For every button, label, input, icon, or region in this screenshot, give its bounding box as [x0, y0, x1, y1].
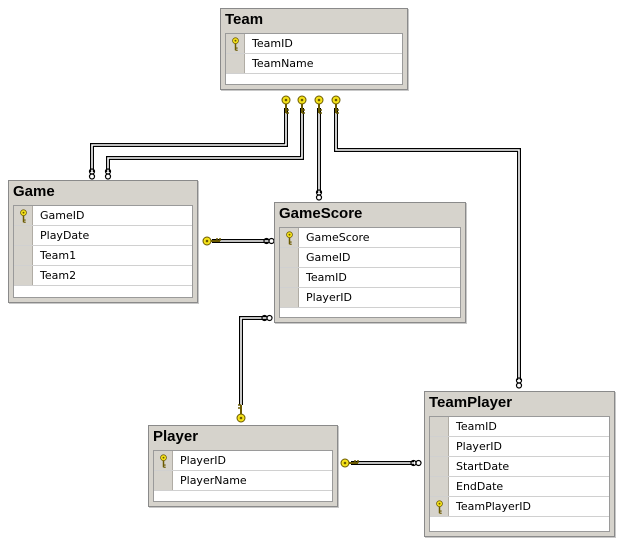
column-row[interactable]: TeamID	[430, 417, 609, 437]
table-columns: GameID PlayDate Team1 Team2	[13, 205, 193, 298]
table-gamescore[interactable]: GameScore GameScore GameID TeamID Player…	[274, 202, 466, 323]
column-row[interactable]: TeamID	[226, 34, 402, 54]
row-selector	[280, 248, 299, 267]
relationship-player-gamescore	[236, 314, 273, 423]
key-icon	[340, 458, 359, 468]
key-icon	[202, 236, 221, 246]
row-selector	[430, 477, 449, 496]
row-selector	[14, 266, 33, 285]
relationship-player-teamplayer	[340, 458, 422, 468]
column-name: TeamID	[252, 37, 293, 50]
column-row[interactable]: PlayerID	[154, 451, 332, 471]
column-row[interactable]: GameID	[280, 248, 460, 268]
row-selector	[154, 471, 173, 490]
key-icon	[280, 228, 299, 247]
column-row[interactable]: TeamPlayerID	[430, 497, 609, 517]
row-selector	[430, 417, 449, 436]
column-name: PlayerName	[180, 474, 247, 487]
key-icon	[281, 95, 291, 114]
column-row[interactable]: PlayerName	[154, 471, 332, 491]
column-name: Team1	[40, 249, 77, 262]
column-name: EndDate	[456, 480, 504, 493]
key-icon	[430, 497, 449, 516]
table-columns: TeamID TeamName	[225, 33, 403, 85]
row-selector	[14, 226, 33, 245]
column-row[interactable]: GameScore	[280, 228, 460, 248]
key-icon	[236, 404, 246, 423]
column-name: Team2	[40, 269, 77, 282]
column-name: StartDate	[456, 460, 510, 473]
key-icon	[331, 95, 341, 114]
column-name: GameScore	[306, 231, 370, 244]
table-columns: GameScore GameID TeamID PlayerID	[279, 227, 461, 318]
column-row[interactable]: TeamID	[280, 268, 460, 288]
key-icon	[14, 206, 33, 225]
column-name: TeamID	[306, 271, 347, 284]
column-name: PlayDate	[40, 229, 90, 242]
table-teamplayer[interactable]: TeamPlayer TeamID PlayerID StartDate End…	[424, 391, 615, 537]
row-selector	[430, 457, 449, 476]
column-row[interactable]: PlayDate	[14, 226, 192, 246]
column-name: PlayerID	[456, 440, 502, 453]
table-title: Team	[225, 11, 264, 28]
column-name: GameID	[306, 251, 351, 264]
row-selector	[280, 288, 299, 307]
relationship-team-game-1	[88, 95, 291, 180]
row-selector	[14, 246, 33, 265]
relationship-team-gamescore	[314, 95, 324, 201]
relationship-game-gamescore	[202, 236, 275, 246]
column-name: PlayerID	[180, 454, 226, 467]
key-icon	[154, 451, 173, 470]
column-name: GameID	[40, 209, 85, 222]
column-name: TeamName	[252, 57, 314, 70]
column-name: TeamPlayerID	[456, 500, 532, 513]
row-selector	[280, 268, 299, 287]
row-selector	[430, 437, 449, 456]
table-columns: PlayerID PlayerName	[153, 450, 333, 502]
column-name: PlayerID	[306, 291, 352, 304]
table-title: Game	[13, 183, 55, 200]
column-row[interactable]: PlayerID	[430, 437, 609, 457]
row-selector	[226, 54, 245, 73]
column-row[interactable]: Team2	[14, 266, 192, 286]
table-player[interactable]: Player PlayerID PlayerName	[148, 425, 338, 507]
table-columns: TeamID PlayerID StartDate EndDate TeamPl…	[429, 416, 610, 532]
column-row[interactable]: EndDate	[430, 477, 609, 497]
table-title: GameScore	[279, 205, 363, 222]
key-icon	[314, 95, 324, 114]
table-title: Player	[153, 428, 199, 445]
table-team[interactable]: Team TeamID TeamName	[220, 8, 408, 90]
table-game[interactable]: Game GameID PlayDate Team1 Team2	[8, 180, 198, 303]
key-icon	[226, 34, 245, 53]
relationship-team-teamplayer	[331, 95, 523, 389]
relationship-team-game-2	[104, 95, 307, 180]
column-row[interactable]: StartDate	[430, 457, 609, 477]
table-title: TeamPlayer	[429, 394, 513, 411]
key-icon	[297, 95, 307, 114]
column-name: TeamID	[456, 420, 497, 433]
column-row[interactable]: Team1	[14, 246, 192, 266]
column-row[interactable]: TeamName	[226, 54, 402, 74]
column-row[interactable]: GameID	[14, 206, 192, 226]
column-row[interactable]: PlayerID	[280, 288, 460, 308]
